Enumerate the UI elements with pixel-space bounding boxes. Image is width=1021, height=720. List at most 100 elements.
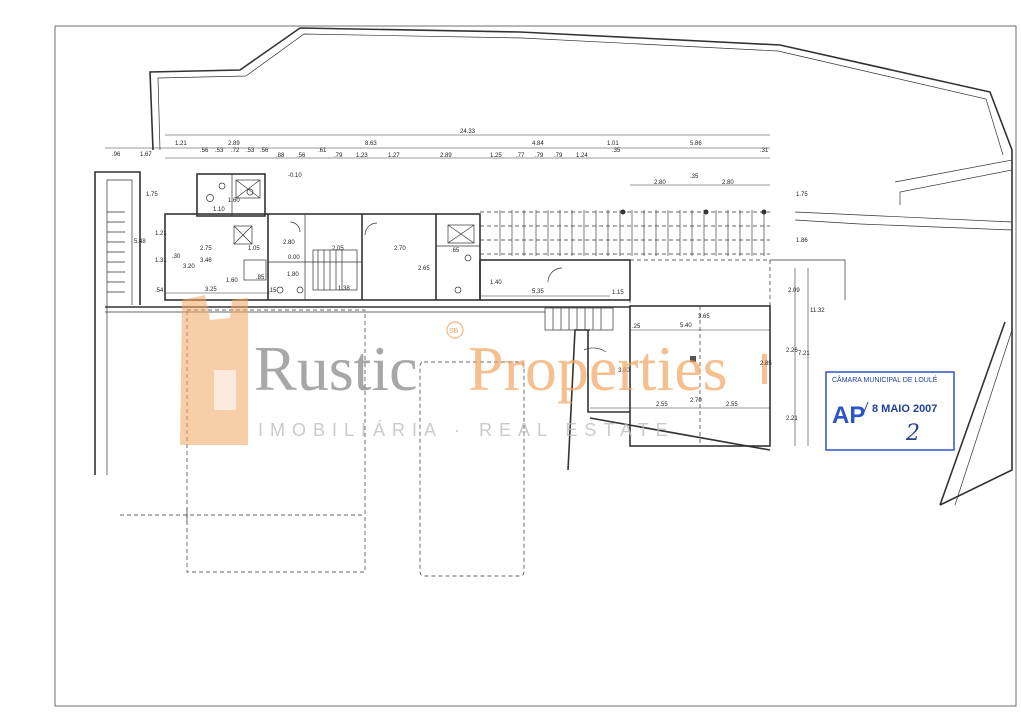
dim-i-17: 1.10 — [213, 207, 225, 213]
dim-r2-11: 2.89 — [440, 153, 452, 159]
dim-i-23: 2.09 — [788, 288, 800, 294]
dim-i-36: 1.75 — [796, 192, 808, 198]
right-platform — [770, 259, 846, 300]
dim-r2-4: .56 — [260, 148, 269, 154]
watermark-tagline: IMOBILIÁRIA · REAL ESTATE — [258, 420, 675, 440]
dim-i-2: 1.21 — [155, 231, 167, 237]
boundary-right-lower — [939, 321, 1006, 506]
dim-r1-7: 5.86 — [690, 141, 702, 147]
dim-r2-9: 1.23 — [356, 153, 368, 159]
dim-r1-4: 8.63 — [365, 141, 377, 147]
dim-i-31: 2.70 — [690, 398, 702, 404]
dim-r2-6: .56 — [297, 153, 306, 159]
dim-i-28: 2.85 — [760, 361, 772, 367]
lower-base — [589, 417, 771, 451]
dim-i-14: 3.25 — [205, 287, 217, 293]
stair-treads — [317, 250, 343, 290]
dim-i-29: 2.55 — [656, 402, 668, 408]
wc-2 — [218, 182, 226, 190]
site-boundary — [149, 27, 1013, 506]
dim-i-39: .15 — [268, 288, 277, 294]
door-swing-3 — [547, 267, 563, 283]
left-site-wall — [94, 171, 141, 475]
retaining-wall-right — [894, 159, 1013, 205]
stamp-code: AP — [832, 402, 865, 429]
dim-i-30: 2.55 — [726, 402, 738, 408]
wc-6 — [464, 254, 472, 262]
lower-stair — [544, 307, 614, 331]
dim-i-32: 2.21 — [786, 416, 798, 422]
dim-r2-13: .77 — [516, 153, 525, 159]
level-mark-1: -0.10 — [288, 173, 302, 179]
door-swing-2 — [289, 221, 301, 233]
dim-r3-2: 2.80 — [722, 180, 734, 186]
watermark-brand-rustic: Rustic — [254, 333, 418, 404]
wc-4 — [296, 286, 304, 294]
dim-i-19: .65 — [451, 248, 460, 254]
dim-i-24: 11.32 — [810, 308, 825, 314]
dim-r1-2: 1.21 — [175, 141, 187, 147]
door-swing-1 — [364, 222, 378, 236]
pergola-grid — [480, 211, 770, 255]
dim-i-1: 5.48 — [134, 239, 146, 245]
dim-i-33: 7.21 — [798, 351, 810, 357]
dimension-lines — [105, 134, 809, 446]
dim-i-37: 3.60 — [618, 368, 630, 374]
lower-stair-treads — [552, 308, 602, 330]
dim-i-26: 5.40 — [680, 323, 692, 329]
dim-i-21: 1.38 — [338, 286, 350, 292]
column-1 — [620, 209, 626, 215]
dim-r2-18: .31 — [760, 148, 769, 154]
dim-r2-16: 1.24 — [576, 153, 588, 159]
dim-i-9: 2.80 — [283, 240, 295, 246]
wc-5 — [276, 286, 284, 294]
dim-i-16: 1.40 — [490, 280, 502, 286]
dim-r2-12: 1.25 — [490, 153, 502, 159]
dimension-labels: 24.33 .96 1.67 1.21 2.89 8.63 4.84 1.01 … — [112, 129, 825, 422]
dim-r1-5: 4.84 — [532, 141, 544, 147]
main-building — [164, 173, 481, 301]
dim-r3-0: 2.80 — [654, 180, 666, 186]
stamp-signature: 2 — [905, 421, 920, 446]
dim-r3-1: .35 — [690, 174, 699, 180]
dim-i-34: 2.26 — [786, 348, 798, 354]
dim-i-5: 3.20 — [183, 264, 195, 270]
dim-r2-7: .61 — [318, 148, 327, 154]
dim-i-0: 1.75 — [146, 192, 158, 198]
dim-i-3: 1.31 — [155, 258, 167, 264]
dim-overall: 24.33 — [460, 129, 476, 135]
covered-terrace — [629, 259, 771, 307]
dim-r2-14: .79 — [535, 153, 544, 159]
column-2 — [703, 209, 709, 215]
bench-1 — [243, 259, 267, 281]
boundary-right-lower-b — [954, 329, 1013, 506]
dim-i-35: 1.86 — [796, 238, 808, 244]
dim-r2-17: .35 — [612, 148, 621, 154]
internal-stair — [312, 249, 358, 291]
shower-3 — [447, 224, 475, 244]
left-stair-treads — [107, 211, 125, 293]
watermark-sb-badge — [446, 321, 464, 339]
right-wall-b — [794, 219, 1013, 231]
dim-i-13: 1.60 — [226, 278, 238, 284]
column-box-2 — [762, 354, 767, 384]
lower-outer-wall — [587, 330, 630, 413]
stamp-authority: CÂMARA MUNICIPAL DE LOULÉ — [832, 375, 938, 384]
dim-r2-0: .56 — [200, 148, 209, 154]
dim-i-4: .54 — [155, 288, 164, 294]
dim-i-18: 1.60 — [228, 198, 240, 204]
watermark: Rustic Properties SB IMOBILIÁRIA · REAL … — [180, 295, 728, 445]
dim-i-20: .85 — [256, 275, 265, 281]
watermark-brand-properties: Properties — [468, 333, 728, 404]
dim-i-10: 2.05 — [332, 246, 344, 252]
annex-wc-block — [196, 173, 266, 217]
shower-1 — [235, 179, 261, 199]
dim-r1-6: 1.01 — [607, 141, 619, 147]
sheet-border — [54, 25, 1017, 707]
column-3 — [761, 209, 767, 215]
dim-i-11: 2.70 — [394, 246, 406, 252]
dim-i-22: 5.35 — [532, 289, 544, 295]
kitchen-wing — [479, 259, 631, 301]
site-boundary-inner — [157, 33, 1004, 156]
